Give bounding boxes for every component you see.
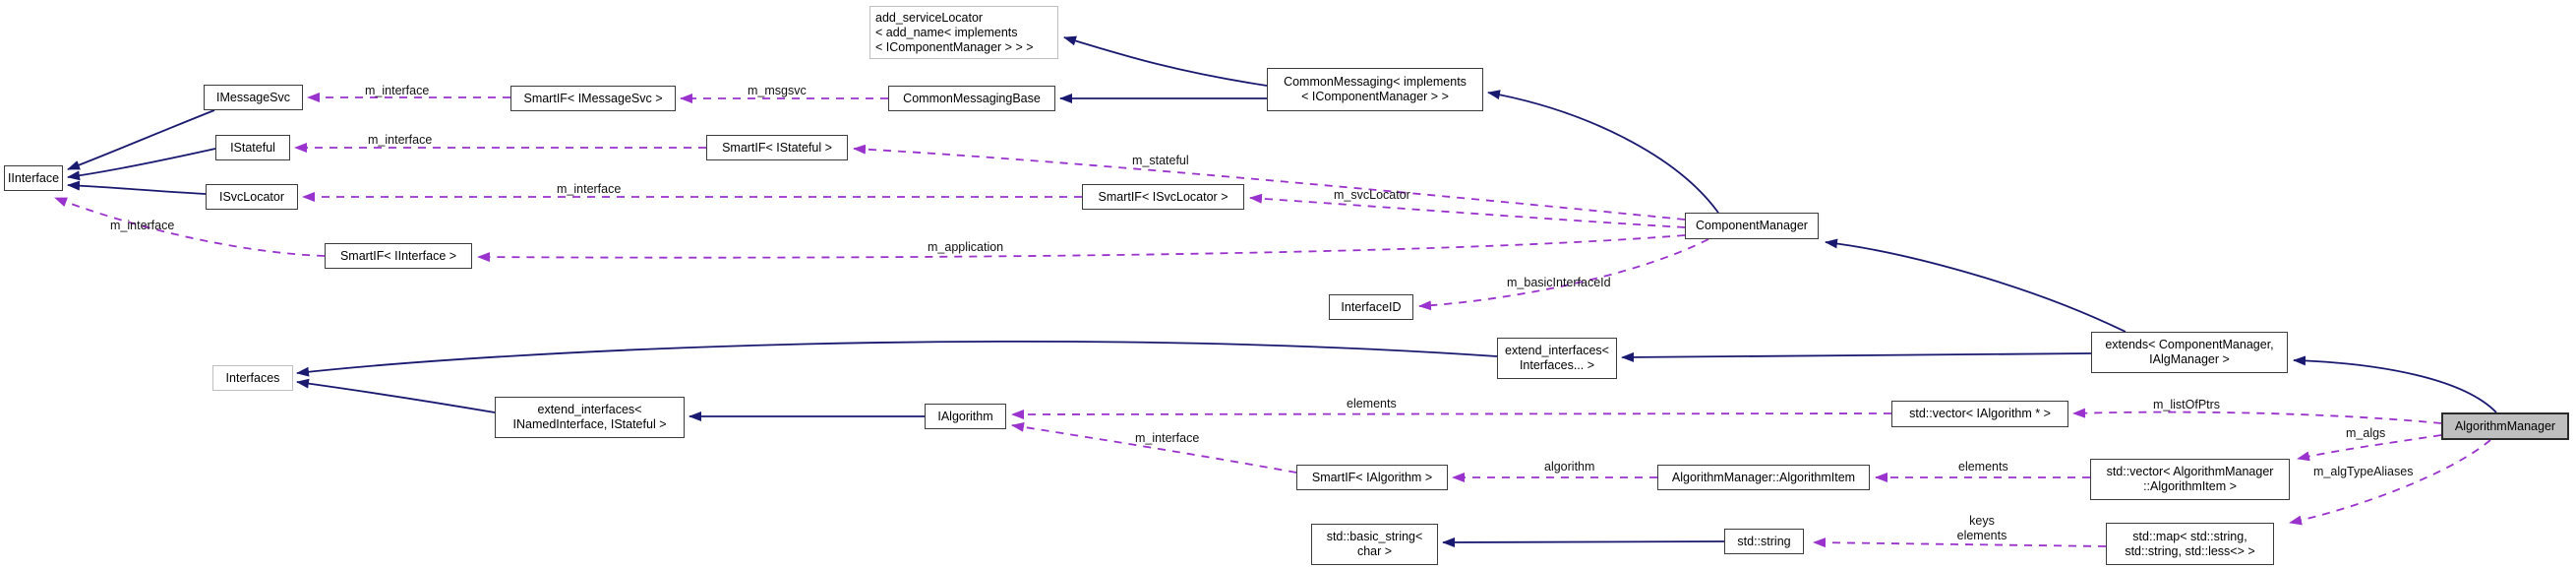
edge-componentmanager-to-smartif-iinterface (477, 234, 1686, 263)
node-isvclocator[interactable]: ISvcLocator (206, 184, 298, 210)
edge-algorithmmanager-to-stdmap (2289, 439, 2491, 526)
node-std-string[interactable]: std::string (1724, 529, 1804, 554)
edge-label-m-stateful: m_stateful (1132, 154, 1189, 167)
edge-label-algorithm: algorithm (1544, 460, 1595, 474)
edge-imessagesvc-to-iinterface (67, 109, 215, 170)
node-vector-algorithmitem[interactable]: std::vector< AlgorithmManager ::Algorith… (2090, 459, 2290, 500)
node-extend-interfaces-variadic[interactable]: extend_interfaces< Interfaces... > (1497, 338, 1617, 379)
node-ialgorithm[interactable]: IAlgorithm (925, 404, 1006, 429)
node-std-basic-string[interactable]: std::basic_string< char > (1311, 524, 1438, 565)
edge-label-m-interface-isvclocator: m_interface (557, 182, 622, 196)
node-vector-ialgorithm[interactable]: std::vector< IAlgorithm * > (1891, 401, 2068, 427)
node-smartif-imessagesvc[interactable]: SmartIF< IMessageSvc > (510, 86, 676, 111)
edge-istateful-to-iinterface (67, 148, 216, 181)
node-add-servicelocator[interactable]: add_serviceLocator < add_name< implement… (869, 6, 1058, 59)
edge-label-m-svclocator: m_svcLocator (1334, 188, 1410, 202)
edge-stdmap-to-stdstring (1813, 537, 2107, 548)
edge-commonmessaging-to-add-servicelocator (1063, 35, 1268, 87)
edge-isvclocator-to-iinterface (67, 180, 207, 195)
node-std-map[interactable]: std::map< std::string, std::string, std:… (2106, 523, 2274, 565)
node-extends-componentmanager-ialgmanager[interactable]: extends< ComponentManager, IAlgManager > (2091, 332, 2288, 373)
node-imessagesvc[interactable]: IMessageSvc (204, 85, 303, 110)
node-smartif-ialgorithm[interactable]: SmartIF< IAlgorithm > (1296, 465, 1448, 490)
edge-componentmanager-to-smartif-istateful (853, 144, 1686, 221)
edge-label-m-interface-ialgorithm: m_interface (1135, 431, 1200, 445)
edge-label-m-msgsvc: m_msgsvc (748, 84, 807, 97)
node-iinterface[interactable]: IInterface (4, 165, 63, 191)
edge-componentmanager-to-smartif-isvclocator (1249, 193, 1686, 228)
node-smartif-isvclocator[interactable]: SmartIF< ISvcLocator > (1082, 184, 1244, 210)
edge-stdstring-to-basicstring (1442, 537, 1725, 547)
edge-algorithmmanager-to-vector-ialgorithm (2072, 408, 2442, 424)
edge-extend-interfaces-variadic-to-interfaces (296, 340, 1498, 377)
node-istateful[interactable]: IStateful (215, 135, 290, 160)
edge-label-m-basicinterfaceid: m_basicInterfaceId (1507, 276, 1611, 289)
edge-extend-interfaces-named-to-interfaces (296, 378, 496, 413)
node-interfaceid[interactable]: InterfaceID (1329, 294, 1413, 320)
edge-label-m-interface-imessagesvc: m_interface (365, 84, 430, 97)
edge-algorithmmanager-to-extends (2293, 355, 2497, 413)
edge-label-m-interface-istateful: m_interface (368, 133, 433, 147)
node-commonmessagingbase[interactable]: CommonMessagingBase (888, 86, 1055, 111)
edge-componentmanager-to-interfaceid (1418, 238, 1709, 311)
edge-label-m-algs: m_algs (2346, 426, 2386, 440)
node-componentmanager[interactable]: ComponentManager (1685, 213, 1819, 239)
node-algorithmmanager[interactable]: AlgorithmManager (2441, 412, 2569, 440)
node-smartif-iinterface[interactable]: SmartIF< IInterface > (325, 243, 472, 269)
node-extend-interfaces-named[interactable]: extend_interfaces< INamedInterface, ISta… (495, 397, 685, 438)
edge-componentmanager-to-commonmessaging (1487, 90, 1719, 214)
edge-label-m-listofptrs: m_listOfPtrs (2153, 398, 2221, 411)
node-algorithmmanager-algorithmitem[interactable]: AlgorithmManager::AlgorithmItem (1657, 465, 1870, 490)
node-interfaces[interactable]: Interfaces (212, 365, 293, 391)
edge-extends-to-componentmanager (1825, 238, 2127, 333)
edge-algorithmmanager-to-vector-algorithmitem (2297, 434, 2442, 462)
edge-label-m-interface-iinterface: m_interface (110, 219, 175, 232)
edge-label-m-algtypealiases: m_algTypeAliases (2313, 465, 2414, 478)
edge-smartif-ialgorithm-to-ialgorithm (1011, 421, 1297, 474)
edge-smartif-iinterface-to-iinterface (54, 197, 326, 257)
edge-label-keys-elements: keys elements (1956, 514, 2007, 542)
node-commonmessaging[interactable]: CommonMessaging< implements < IComponent… (1267, 68, 1483, 111)
edge-extends-to-extend-interfaces-variadic (1621, 351, 2092, 362)
edge-vector-ialgorithm-to-ialgorithm (1011, 409, 1892, 419)
edge-label-elements-items: elements (1958, 460, 2008, 474)
edge-label-m-application: m_application (928, 240, 1004, 254)
node-smartif-istateful[interactable]: SmartIF< IStateful > (706, 135, 848, 160)
edge-label-elements-listofptrs: elements (1347, 397, 1397, 411)
